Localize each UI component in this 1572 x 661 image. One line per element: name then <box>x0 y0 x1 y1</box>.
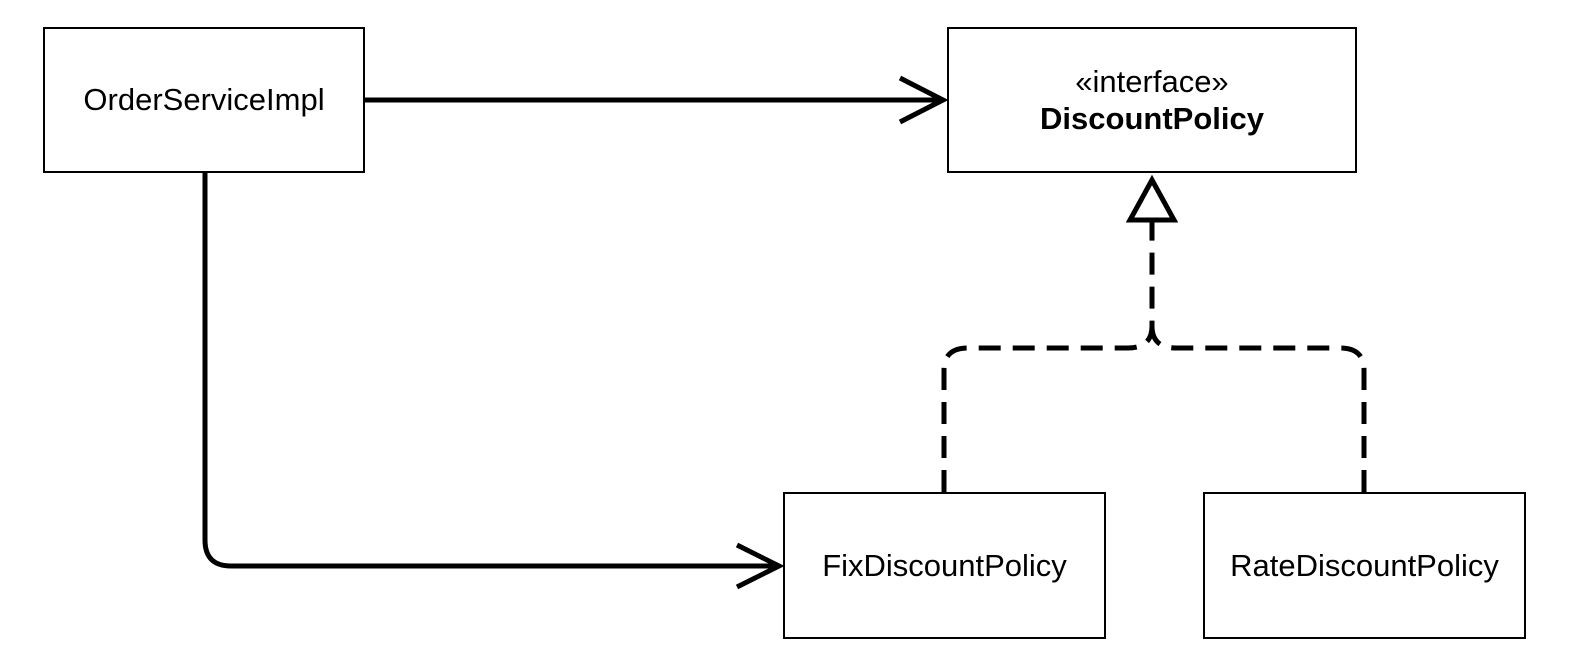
edge-fix-realizes-discountpolicy <box>941 222 1155 492</box>
class-name-fixdiscountpolicy: FixDiscountPolicy <box>822 547 1067 583</box>
class-box-fixdiscountpolicy[interactable]: FixDiscountPolicy <box>783 492 1106 639</box>
class-name-ratediscountpolicy: RateDiscountPolicy <box>1230 547 1499 583</box>
arrowhead-open-fixdiscountpolicy <box>735 542 785 590</box>
interface-stereotype: «interface» <box>1075 63 1229 99</box>
class-box-orderserviceimpl[interactable]: OrderServiceImpl <box>43 27 365 173</box>
interface-box-discountpolicy[interactable]: «interface» DiscountPolicy <box>947 27 1357 173</box>
interface-name-discountpolicy: DiscountPolicy <box>1040 101 1264 136</box>
edge-rate-realizes-discountpolicy <box>1149 325 1367 492</box>
class-box-ratediscountpolicy[interactable]: RateDiscountPolicy <box>1203 492 1526 639</box>
class-name-orderserviceimpl: OrderServiceImpl <box>83 82 325 118</box>
arrowhead-hollow-triangle-icon <box>1125 174 1179 223</box>
edge-order-to-fixdiscountpolicy <box>202 173 779 569</box>
arrowhead-open-discountpolicy <box>898 75 949 125</box>
